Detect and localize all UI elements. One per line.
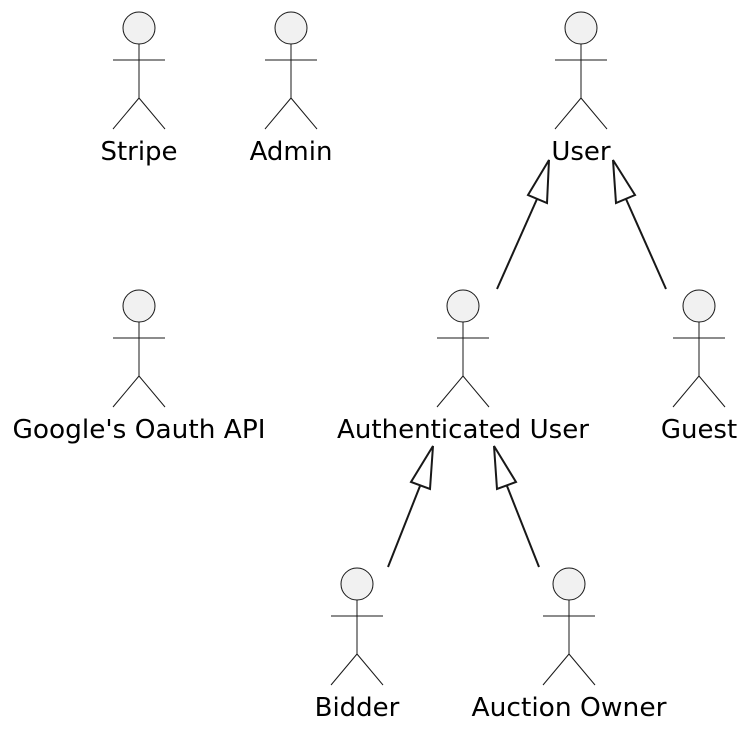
actor-stripe-label: Stripe [100, 137, 177, 167]
actor-admin-head [274, 11, 308, 45]
actor-google-oauth-api-label: Google's Oauth API [13, 415, 266, 445]
actor-user-head [564, 11, 598, 45]
actor-google-oauth-api-head [122, 289, 156, 323]
actor-auction-owner[interactable]: Auction Owner [472, 567, 667, 723]
generalization-auction-owner-to-authenticated-user [493, 445, 540, 568]
generalization-bidder-to-authenticated-user [387, 445, 434, 568]
actor-bidder-label: Bidder [315, 693, 400, 723]
actor-bidder[interactable]: Bidder [315, 567, 400, 723]
actor-guest-label: Guest [661, 415, 737, 445]
actor-authenticated-user[interactable]: Authenticated User [337, 289, 589, 445]
actor-admin[interactable]: Admin [250, 11, 333, 167]
actor-stripe-head [122, 11, 156, 45]
actor-bidder-head [340, 567, 374, 601]
actor-authenticated-user-head [446, 289, 480, 323]
actor-admin-label: Admin [250, 137, 333, 167]
generalization-guest-to-user [612, 159, 667, 290]
actor-guest[interactable]: Guest [661, 289, 737, 445]
actor-guest-head [682, 289, 716, 323]
actor-stripe[interactable]: Stripe [100, 11, 178, 167]
actor-google-oauth-api[interactable]: Google's Oauth API [13, 289, 266, 445]
generalization-authenticated-user-to-user [496, 159, 550, 290]
actor-auction-owner-head [552, 567, 586, 601]
actor-user[interactable]: User [551, 11, 611, 167]
actor-authenticated-user-label: Authenticated User [337, 415, 589, 445]
actor-auction-owner-label: Auction Owner [472, 693, 667, 723]
actor-user-label: User [551, 137, 611, 167]
